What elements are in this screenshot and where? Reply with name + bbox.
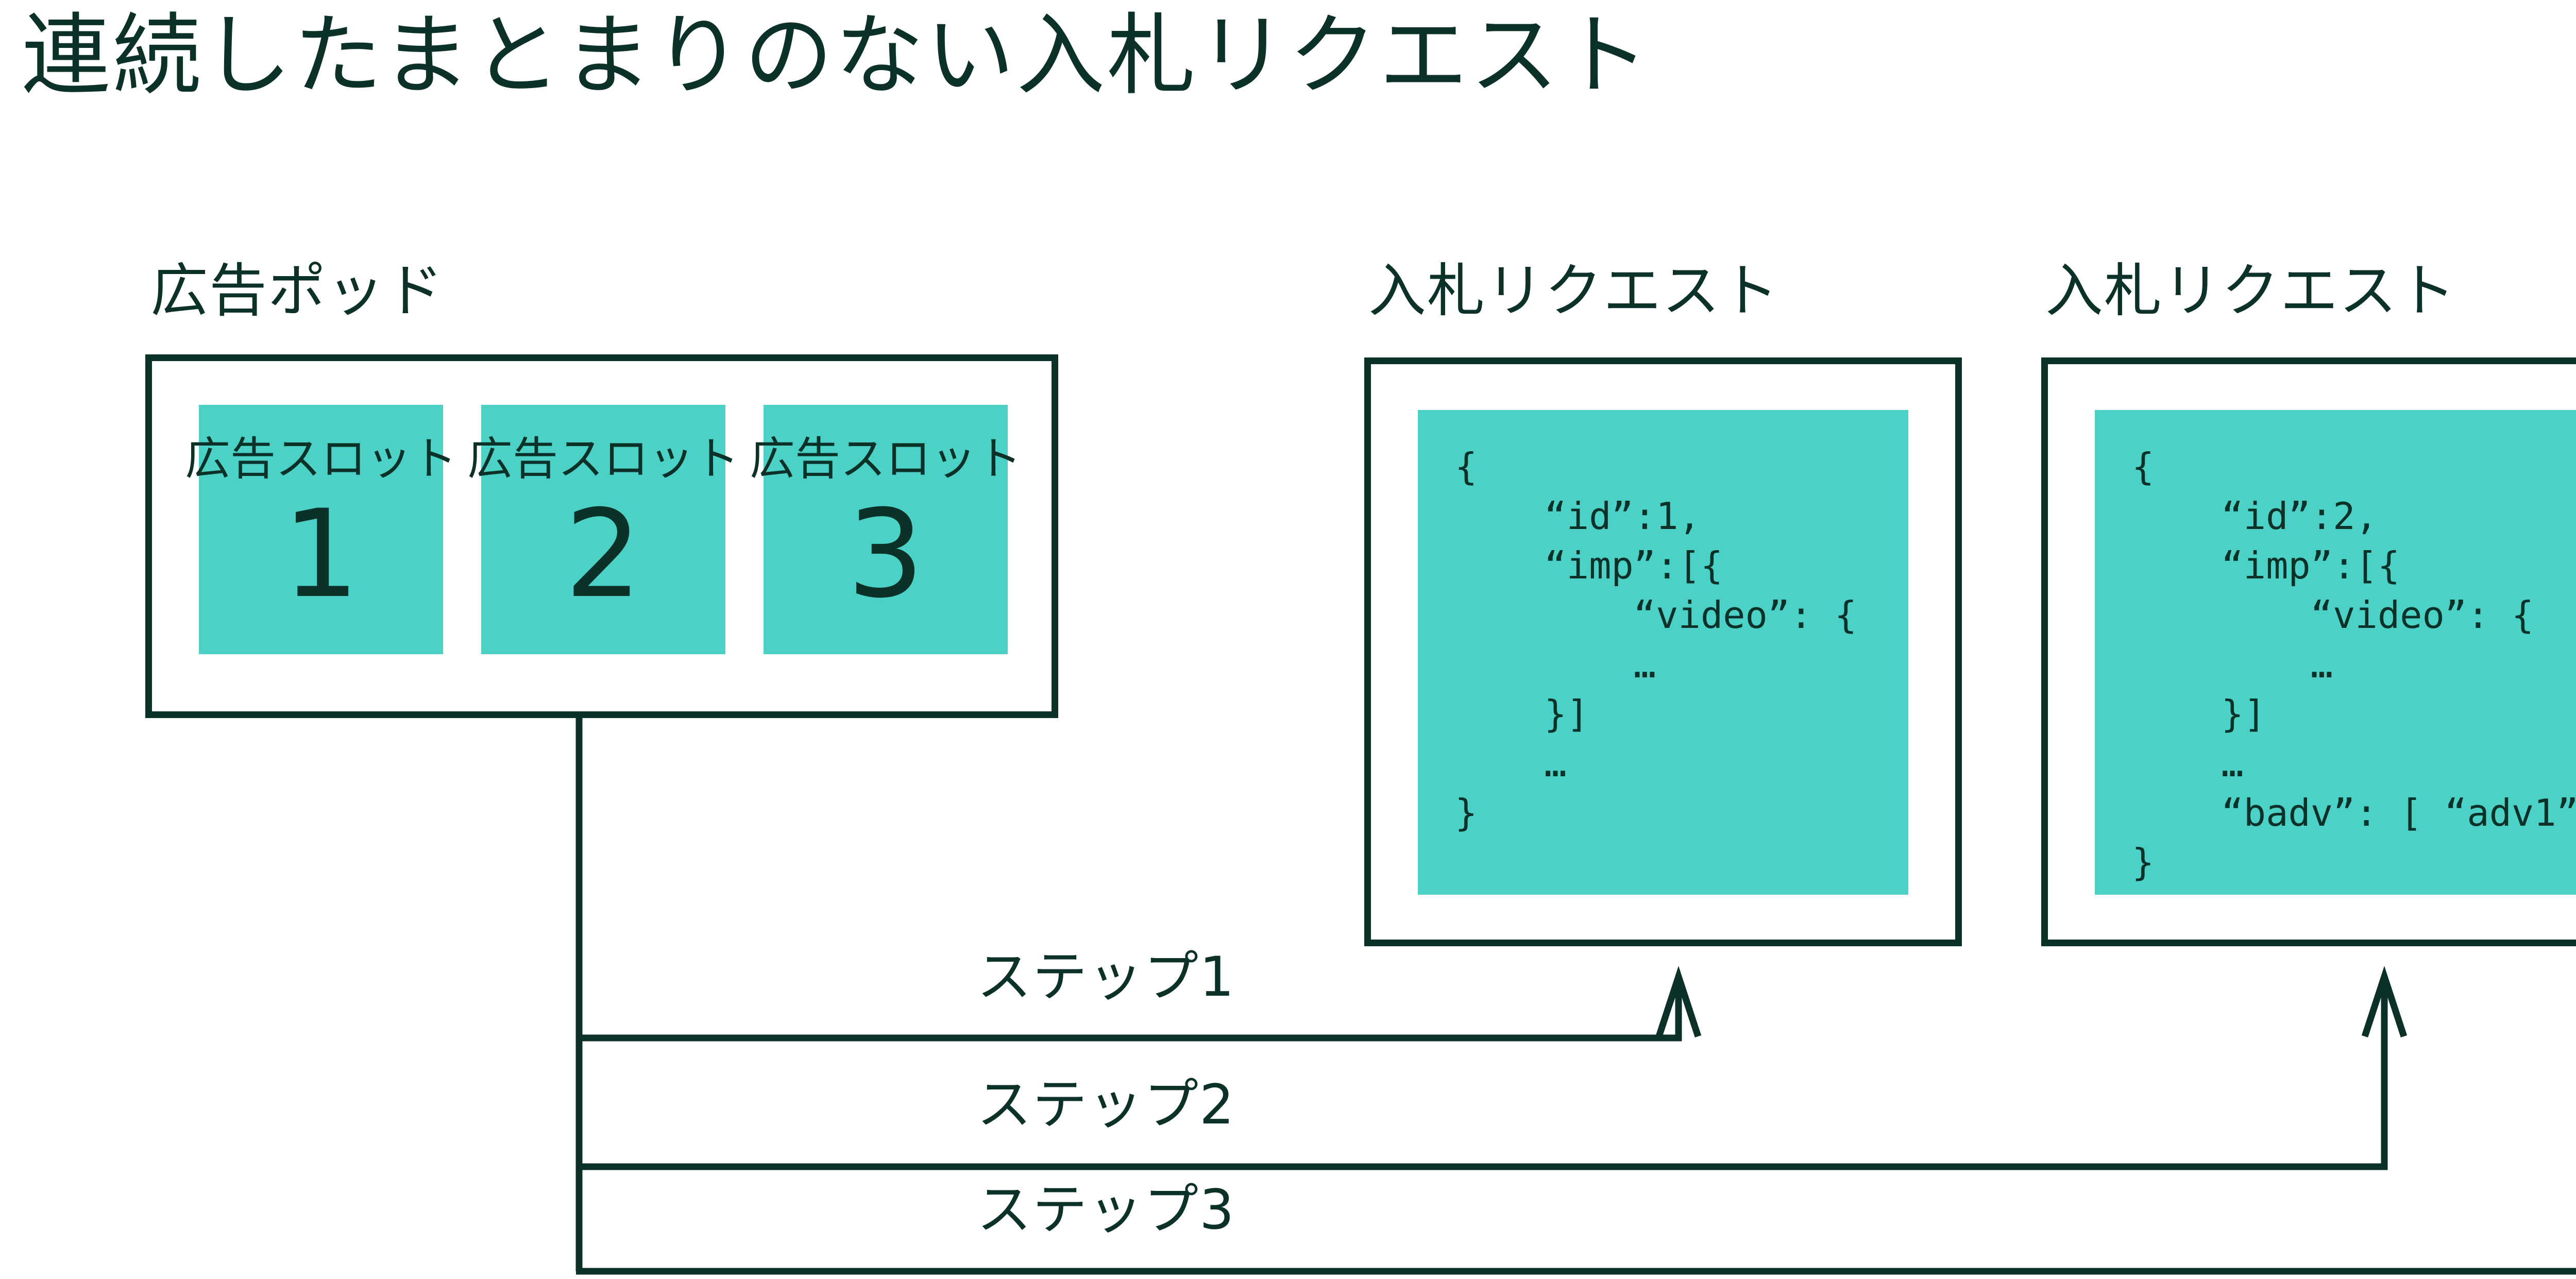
ad-slot-number: 1 [282, 484, 360, 625]
step-1-label: ステップ1 [977, 945, 1235, 1009]
ad-pod-label: 広告ポッド [150, 258, 444, 325]
ad-slot-row: 広告スロット 1 広告スロット 2 広告スロット 3 [152, 361, 1052, 654]
ad-slot-label: 広告スロット [750, 432, 1022, 485]
step-3-label: ステップ3 [977, 1178, 1235, 1241]
page-title: 連続したまとまりのない入札リクエスト [22, 4, 1651, 107]
ad-slot-1: 広告スロット 1 [185, 405, 457, 654]
ad-slot-label: 広告スロット [467, 432, 740, 485]
ad-pod-box: 広告スロット 1 広告スロット 2 広告スロット 3 [145, 354, 1058, 718]
ad-slot-label: 広告スロット [185, 432, 457, 485]
bid-request-label-1: 入札リクエスト [1368, 258, 1780, 325]
bid-request-label-2: 入札リクエスト [2045, 258, 2456, 325]
ad-slot-number: 2 [565, 484, 642, 625]
step-2-arrowhead [2361, 966, 2408, 1038]
ad-slot-3: 広告スロット 3 [750, 405, 1022, 654]
bid-request-box-2: { “id”:2, “imp”:[{ “video”: { … }] … “ba… [2041, 357, 2576, 946]
ad-slot-number: 3 [847, 484, 924, 625]
step-1-arrowhead [1655, 966, 1702, 1038]
ad-slot-2: 広告スロット 2 [467, 405, 739, 654]
bid-request-json: { “id”:2, “imp”:[{ “video”: { … }] … “ba… [2132, 445, 2576, 884]
bid-request-code-block: { “id”:1, “imp”:[{ “video”: { … }] … } [1418, 410, 1908, 895]
bid-request-json: { “id”:1, “imp”:[{ “video”: { … }] … } [1455, 445, 1857, 834]
step-2-label: ステップ2 [977, 1073, 1235, 1136]
bid-request-code-block: { “id”:2, “imp”:[{ “video”: { … }] … “ba… [2095, 410, 2576, 895]
bid-request-box-1: { “id”:1, “imp”:[{ “video”: { … }] … } [1364, 357, 1962, 946]
